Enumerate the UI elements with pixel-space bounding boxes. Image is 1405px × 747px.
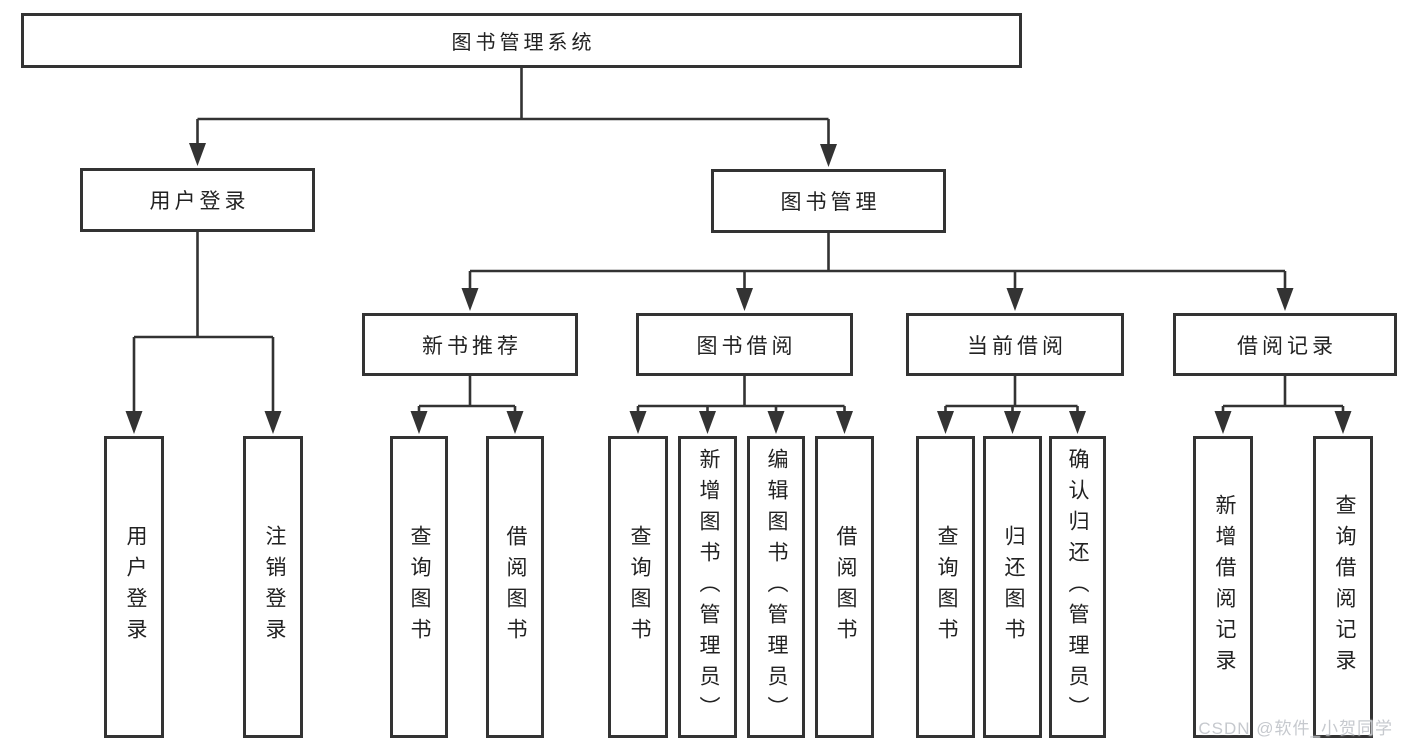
node-leaf-cb-query-book: 查询图书	[916, 436, 975, 738]
node-book-borrow: 图书借阅	[636, 313, 853, 376]
node-leaf-cb-confirm-return-admin: 确认归还（管理员）	[1049, 436, 1106, 738]
node-leaf-user-login: 用户登录	[104, 436, 164, 738]
node-user-login: 用户登录	[80, 168, 315, 232]
node-leaf-br-query-record: 查询借阅记录	[1313, 436, 1373, 738]
node-new-book-recommend: 新书推荐	[362, 313, 578, 376]
arrowheads	[125, 143, 1352, 434]
node-leaf-logout: 注销登录	[243, 436, 303, 738]
node-borrow-record: 借阅记录	[1173, 313, 1397, 376]
node-leaf-br-add-record: 新增借阅记录	[1193, 436, 1253, 738]
node-leaf-nb-query-book: 查询图书	[390, 436, 448, 738]
watermark: CSDN @软件_小贺同学	[1198, 719, 1393, 738]
node-leaf-bb-query-book: 查询图书	[608, 436, 668, 738]
node-current-borrow: 当前借阅	[906, 313, 1124, 376]
node-book-management: 图书管理	[711, 169, 946, 233]
connector-path	[132, 68, 1345, 413]
node-leaf-cb-return-book: 归还图书	[983, 436, 1042, 738]
node-leaf-bb-add-book-admin: 新增图书（管理员）	[678, 436, 737, 738]
node-leaf-nb-borrow-book: 借阅图书	[486, 436, 544, 738]
node-library-system: 图书管理系统	[21, 13, 1022, 68]
node-leaf-bb-edit-book-admin: 编辑图书（管理员）	[747, 436, 805, 738]
node-leaf-bb-borrow-book: 借阅图书	[815, 436, 874, 738]
